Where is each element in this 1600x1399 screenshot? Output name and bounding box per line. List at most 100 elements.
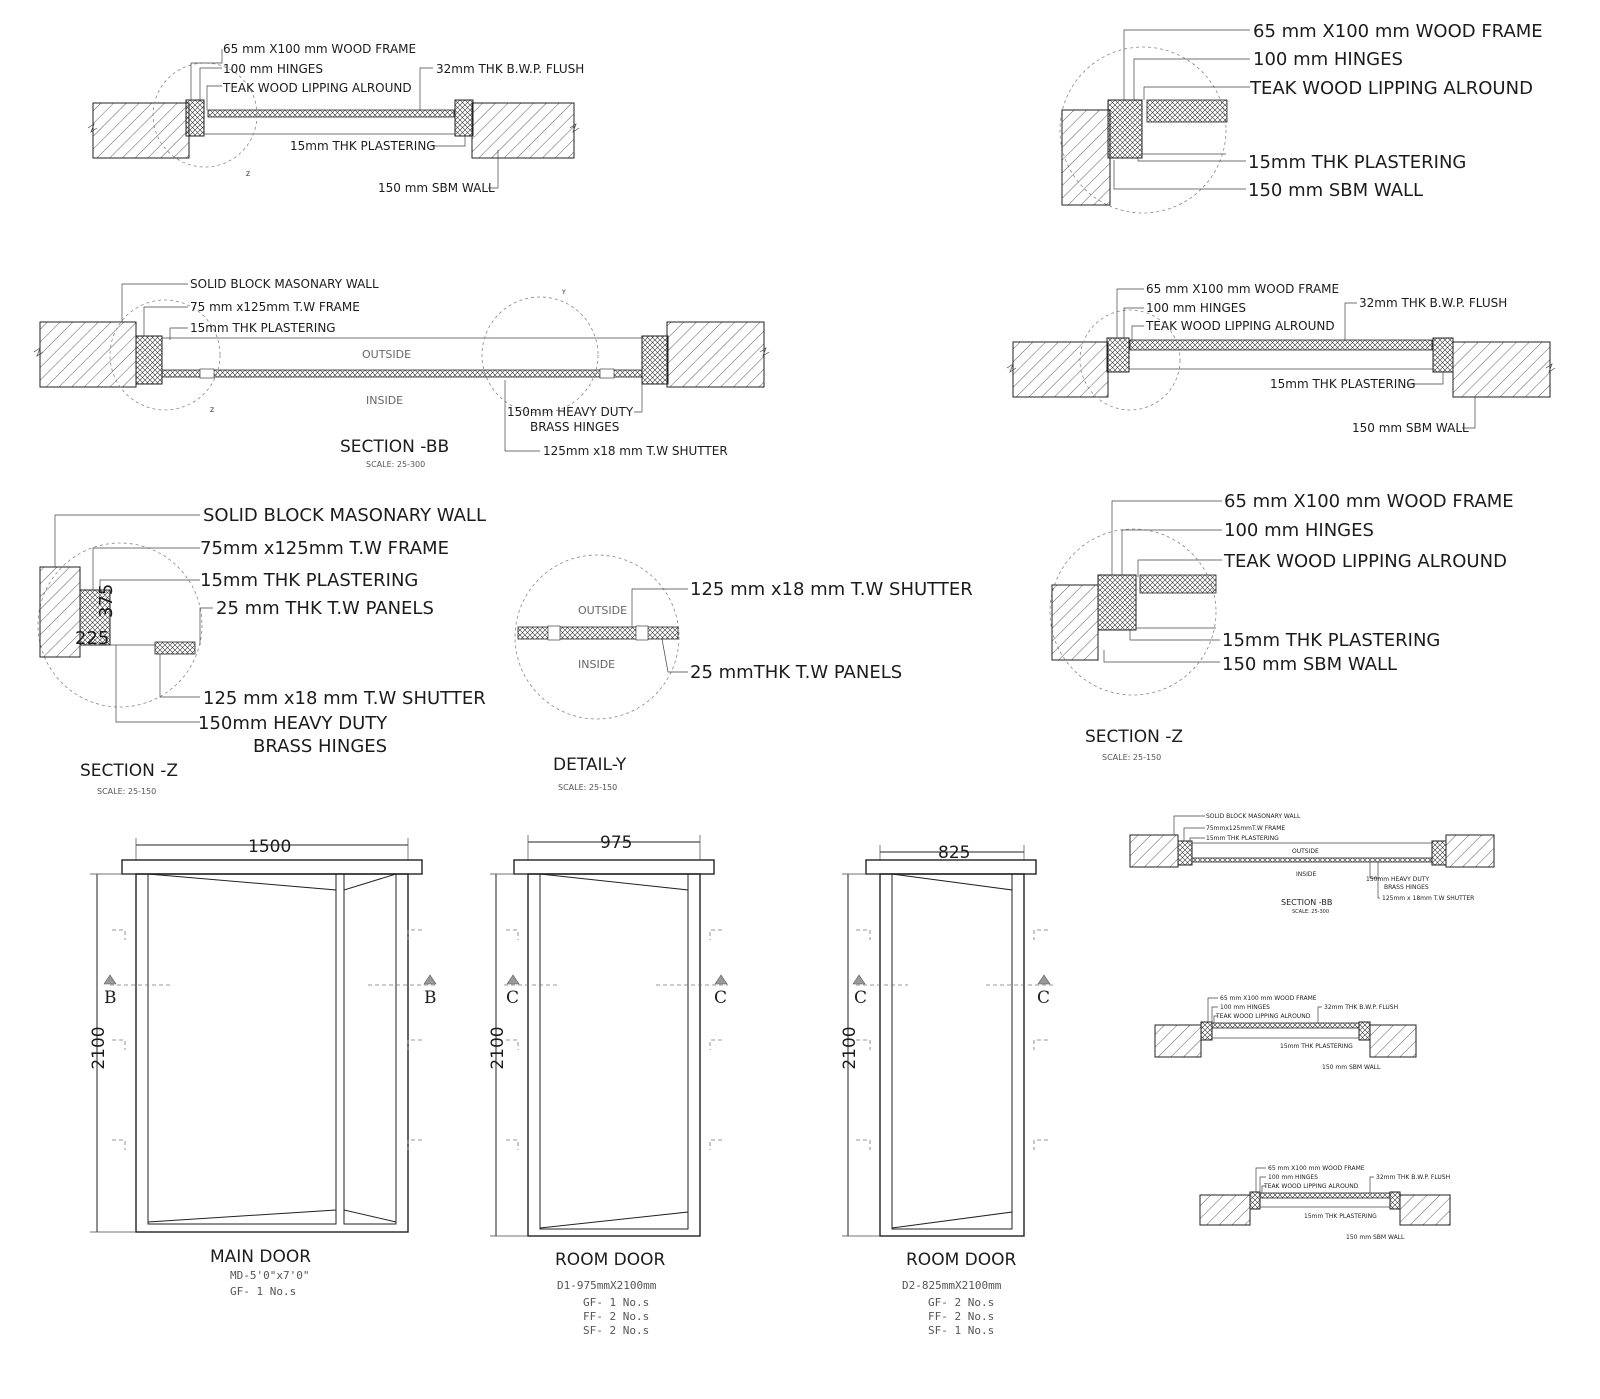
door-count-ff: FF- 2 No.s <box>928 1310 994 1323</box>
frame-left <box>1106 337 1130 373</box>
frame-left <box>135 335 163 385</box>
wall-right <box>1452 341 1551 398</box>
elevation-room-door-d1: C C 975 2100 ROOM DOOR D1-975mmX2100mm G… <box>488 833 728 1337</box>
label-solid-block: SOLID BLOCK MASONARY WALL <box>190 277 379 291</box>
wall <box>1051 584 1099 661</box>
section-arrow-b-left <box>103 974 117 985</box>
label-solid-block: SOLID BLOCK MASONARY WALL <box>203 505 486 526</box>
wall-right <box>666 321 765 388</box>
wall-left <box>39 321 137 388</box>
shutter <box>1191 857 1433 863</box>
detail-circle <box>37 542 203 708</box>
label-outside: OUTSIDE <box>578 604 627 617</box>
detail-circle <box>514 554 680 720</box>
label-plastering: 15mm THK PLASTERING <box>1270 377 1416 391</box>
label-solid-block: SOLID BLOCK MASONARY WALL <box>1206 813 1301 820</box>
label-wood-frame: 65 mm X100 mm WOOD FRAME <box>1224 491 1514 512</box>
section-arrow-c-right <box>714 974 728 985</box>
shutter <box>517 626 679 640</box>
label-tw-frame: 75mmx125mmT.W FRAME <box>1206 825 1285 832</box>
label-brass-hinges-1: 150mm HEAVY DUTY <box>507 405 634 419</box>
wall-left <box>1199 1194 1251 1226</box>
frame-left <box>1200 1021 1213 1041</box>
plan-flush-door-small-d: 65 mm X100 mm WOOD FRAME 100 mm HINGES T… <box>1199 1165 1451 1241</box>
label-hinges: 100 mm HINGES <box>1268 1174 1318 1181</box>
label-plastering: 15mm THK PLASTERING <box>1222 630 1440 651</box>
section-mark-z: Z <box>210 407 214 414</box>
detail-z-large-a: 65 mm X100 mm WOOD FRAME 100 mm HINGES T… <box>1059 21 1543 214</box>
label-outside: OUTSIDE <box>362 348 411 361</box>
section-mark-y: Y <box>561 289 566 296</box>
door-count-sf: SF- 2 No.s <box>583 1324 649 1337</box>
frame <box>79 589 111 646</box>
door-code: D1-975mmX2100mm <box>557 1279 657 1292</box>
flush-shutter <box>1129 339 1433 351</box>
label-hinges: 100 mm HINGES <box>1220 1004 1270 1011</box>
label-plastering: 15mm THK PLASTERING <box>290 139 436 153</box>
label-shutter: 125mm x 18mm T.W SHUTTER <box>1382 895 1474 902</box>
wall <box>1061 109 1111 206</box>
section-mark-b-right: B <box>424 988 437 1008</box>
lintel <box>513 859 715 875</box>
door-title: MAIN DOOR <box>210 1247 311 1267</box>
leaf-side <box>343 873 397 1225</box>
label-outside: OUTSIDE <box>1292 848 1319 855</box>
frame-left <box>185 99 205 137</box>
flush-shutter <box>1259 1192 1391 1199</box>
plan-flush-door-small-c: 65 mm X100 mm WOOD FRAME 100 mm HINGES T… <box>1154 995 1417 1071</box>
section-bb: SOLID BLOCK MASONARY WALL 75 mm x125mm T… <box>33 277 770 469</box>
flush-shutter <box>1211 1022 1360 1029</box>
door-code: MD-5'0"x7'0" <box>230 1269 309 1282</box>
wall-right <box>1369 1024 1417 1058</box>
frame <box>1097 574 1137 631</box>
section-z-right: 65 mm X100 mm WOOD FRAME 100 mm HINGES T… <box>1049 491 1514 762</box>
frame-right <box>454 99 474 137</box>
wall-right <box>1445 834 1495 868</box>
section-z-right-title: SECTION -Z <box>1085 727 1183 747</box>
section-mark-c-left: C <box>506 988 519 1008</box>
wall-left <box>92 102 190 159</box>
detail-y-scale: SCALE: 25-150 <box>558 783 617 792</box>
section-z-left-title: SECTION -Z <box>80 761 178 781</box>
section-arrow-c-left <box>852 974 866 985</box>
section-mark-c-right: C <box>1037 988 1050 1008</box>
label-bwp-flush: 32mm THK B.W.P. FLUSH <box>1376 1174 1450 1181</box>
elevation-main-door: B B 1500 2100 MAIN DOOR MD-5'0"x7'0" GF-… <box>89 837 438 1298</box>
section-bb-small-scale: SCALE: 25-300 <box>1292 909 1329 915</box>
label-plastering: 15mm THK PLASTERING <box>1304 1213 1377 1220</box>
door-count-gf: GF- 1 No.s <box>583 1296 649 1309</box>
label-brass-hinges-2: BRASS HINGES <box>253 736 387 757</box>
flush-shutter <box>1146 99 1228 123</box>
section-bb-small: SOLID BLOCK MASONARY WALL 75mmx125mmT.W … <box>1129 813 1495 915</box>
label-sbm-wall: 150 mm SBM WALL <box>1322 1064 1381 1071</box>
frame-left <box>1249 1191 1261 1210</box>
label-teak-lipping: TEAK WOOD LIPPING ALROUND <box>1145 319 1335 333</box>
detail-circle <box>1079 309 1181 411</box>
label-brass-hinges-2: BRASS HINGES <box>1384 884 1429 891</box>
label-plastering: 15mm THK PLASTERING <box>200 570 418 591</box>
label-hinges: 100 mm HINGES <box>1253 49 1403 70</box>
door-count-sf: SF- 1 No.s <box>928 1324 994 1337</box>
dim-225: 225 <box>75 628 109 649</box>
dim-width: 1500 <box>248 837 291 857</box>
section-mark-z: Z <box>246 171 250 178</box>
label-wood-frame: 65 mm X100 mm WOOD FRAME <box>1253 21 1543 42</box>
label-wood-frame: 65 mm X100 mm WOOD FRAME <box>1220 995 1317 1002</box>
section-arrow-b-right <box>423 974 437 985</box>
frame-right <box>641 335 669 385</box>
dim-375: 375 <box>96 584 117 618</box>
label-hinges: 100 mm HINGES <box>1224 520 1374 541</box>
detail-y: OUTSIDE INSIDE 125 mm x18 mm T.W SHUTTER… <box>514 554 973 792</box>
frame-right <box>1358 1021 1371 1041</box>
door-count-gf: GF- 1 No.s <box>230 1285 296 1298</box>
door-count-gf: GF- 2 No.s <box>928 1296 994 1309</box>
label-inside: INSIDE <box>1296 871 1316 878</box>
frame-right <box>1389 1191 1401 1210</box>
dim-width: 975 <box>600 833 632 853</box>
label-sbm-wall: 150 mm SBM WALL <box>1222 654 1397 675</box>
dim-width: 825 <box>938 843 970 863</box>
label-sbm-wall: 150 mm SBM WALL <box>1352 421 1469 435</box>
frame-right <box>1432 337 1454 373</box>
section-bb-scale: SCALE: 25-300 <box>366 460 425 469</box>
